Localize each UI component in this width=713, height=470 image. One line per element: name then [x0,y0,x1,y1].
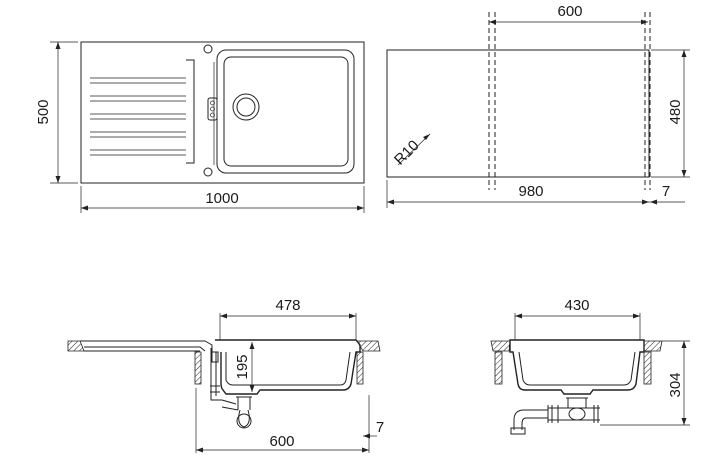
front-bowl-width-label: 430 [564,297,589,314]
side-bowl-width-label: 478 [275,297,300,314]
tap-hole [203,44,213,54]
bowl-span-label: 600 [557,3,582,20]
top-view: 500 1000 [35,41,365,213]
front-bowl-width-dimension: 430 [514,297,641,340]
depth-dimension: 500 [35,41,78,184]
front-drain-trap [510,393,600,435]
drain-inner [236,97,256,117]
side-depth-dimension: 195 [234,342,255,392]
cutout-depth-dimension: 480 [651,49,690,178]
front-height-label: 304 [667,372,684,397]
front-height-dimension: 304 [600,340,690,426]
side-depth-label: 195 [234,354,251,379]
tap-hole-lower [203,167,213,177]
drain-outer [232,93,260,121]
bowl-span-dimension: 600 [489,3,648,25]
sink-outline [80,41,365,184]
cutout-outline [386,49,650,178]
cutout-width-dimension: 980 [386,180,649,208]
side-base-width-dimension: 600 [195,388,370,453]
edge-dimension: 7 [649,183,685,205]
drain-trap [210,348,256,429]
side-edge-label: 7 [376,419,384,436]
side-section-view: 478 195 600 7 [67,297,384,453]
depth-label: 500 [35,99,52,124]
bowl-outer [216,49,355,174]
cutout-depth-label: 480 [667,99,684,124]
front-section-view: 430 304 [490,297,690,435]
cutout-view: 600 480 R10 980 7 [386,3,690,208]
overflow-icon [207,97,218,121]
width-dimension: 1000 [80,186,365,213]
side-bowl-width-dimension: 478 [219,297,357,340]
drainboard-grooves [90,59,195,164]
bowl-inner [223,56,349,167]
width-label: 1000 [205,190,238,207]
side-base-width-label: 600 [269,433,294,450]
edge-label: 7 [662,183,670,200]
radius-callout: R10 [391,133,431,169]
radius-label: R10 [391,137,422,168]
cutout-width-label: 980 [518,183,543,200]
side-edge-dimension: 7 [363,419,384,439]
